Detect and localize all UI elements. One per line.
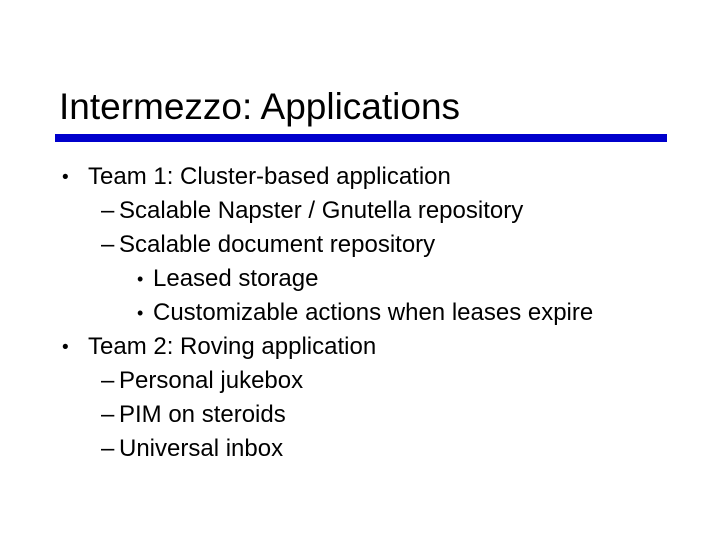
bullet-marker: • xyxy=(62,166,69,188)
bullet-text: Universal inbox xyxy=(119,435,284,462)
bullet-marker: – xyxy=(101,401,115,428)
bullet-marker: – xyxy=(101,435,115,462)
bullet-text: Customizable actions when leases expire xyxy=(153,299,594,326)
bullet-marker: • xyxy=(62,336,69,358)
bullet-text: Team 2: Roving application xyxy=(88,333,377,360)
bullet-list: •Team 1: Cluster-based application –Scal… xyxy=(0,160,720,466)
bullet-line: • Leased storage xyxy=(0,262,720,296)
bullet-line: • Customizable actions when leases expire xyxy=(0,296,720,330)
slide-title: Intermezzo: Applications xyxy=(59,86,461,127)
bullet-marker: – xyxy=(101,367,115,394)
bullet-text: Leased storage xyxy=(153,265,319,292)
bullet-marker: • xyxy=(137,303,144,323)
bullet-text: PIM on steroids xyxy=(119,401,286,428)
bullet-marker: – xyxy=(101,197,115,224)
title-underline-rule xyxy=(55,134,667,142)
bullet-line: • Team 2: Roving application xyxy=(0,330,720,364)
bullet-marker: – xyxy=(101,231,115,258)
bullet-text: Team 1: Cluster-based application xyxy=(88,163,451,190)
bullet-marker: • xyxy=(137,269,144,289)
bullet-line: –Universal inbox xyxy=(0,432,720,466)
bullet-line: • Team 1: Cluster-based application xyxy=(0,160,720,194)
bullet-text: Personal jukebox xyxy=(119,367,304,394)
bullet-line: –PIM on steroids xyxy=(0,398,720,432)
bullet-text: Scalable Napster / Gnutella repository xyxy=(119,197,524,224)
bullet-text: Scalable document repository xyxy=(119,231,436,258)
bullet-line: –Personal jukebox xyxy=(0,364,720,398)
bullet-line: –Scalable Napster / Gnutella repository xyxy=(0,194,720,228)
bullet-line: –Scalable document repository xyxy=(0,228,720,262)
